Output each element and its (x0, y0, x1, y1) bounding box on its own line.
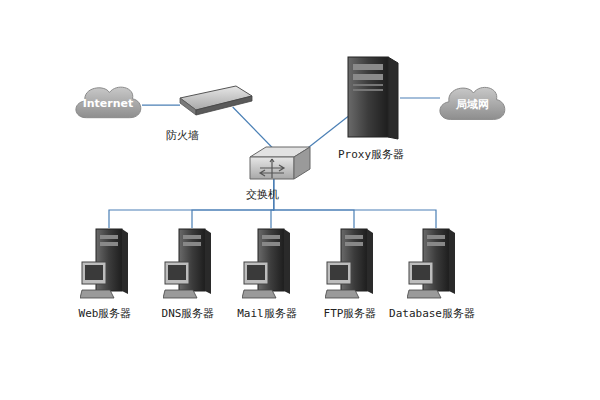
network-link (109, 179, 274, 228)
server-icon (80, 228, 130, 300)
server-device: Database服务器 (407, 228, 457, 300)
switch-device: 交换机 (248, 145, 312, 181)
device-label: Web服务器 (79, 306, 132, 321)
network-link (274, 179, 354, 228)
server-device: Web服务器 (80, 228, 130, 300)
server-device: Mail服务器 (242, 228, 292, 300)
network-cloud: 局域网 (436, 82, 508, 126)
device-label: 防火墙 (166, 128, 199, 143)
network-link (233, 107, 274, 149)
network-cloud: Internet (72, 82, 144, 124)
server-icon (325, 228, 375, 300)
device-label: Database服务器 (389, 306, 475, 321)
proxy-icon (342, 56, 402, 140)
device-label: DNS服务器 (162, 306, 215, 321)
device-label: FTP服务器 (324, 306, 377, 321)
network-link (142, 104, 180, 105)
switch-icon (248, 145, 312, 181)
firewall-icon (178, 84, 254, 116)
network-link (192, 179, 274, 228)
firewall-device: 防火墙 (178, 84, 254, 116)
server-icon (407, 228, 457, 300)
device-label: Mail服务器 (237, 306, 297, 321)
network-link (274, 179, 436, 228)
device-label: Proxy服务器 (338, 147, 404, 162)
cloud-label: 局域网 (436, 82, 508, 126)
server-device: DNS服务器 (163, 228, 213, 300)
network-link (400, 97, 440, 98)
proxy-device: Proxy服务器 (342, 56, 402, 140)
server-icon (163, 228, 213, 300)
server-device: FTP服务器 (325, 228, 375, 300)
device-label: 交换机 (246, 187, 279, 202)
cloud-label: Internet (72, 82, 144, 124)
server-icon (242, 228, 292, 300)
